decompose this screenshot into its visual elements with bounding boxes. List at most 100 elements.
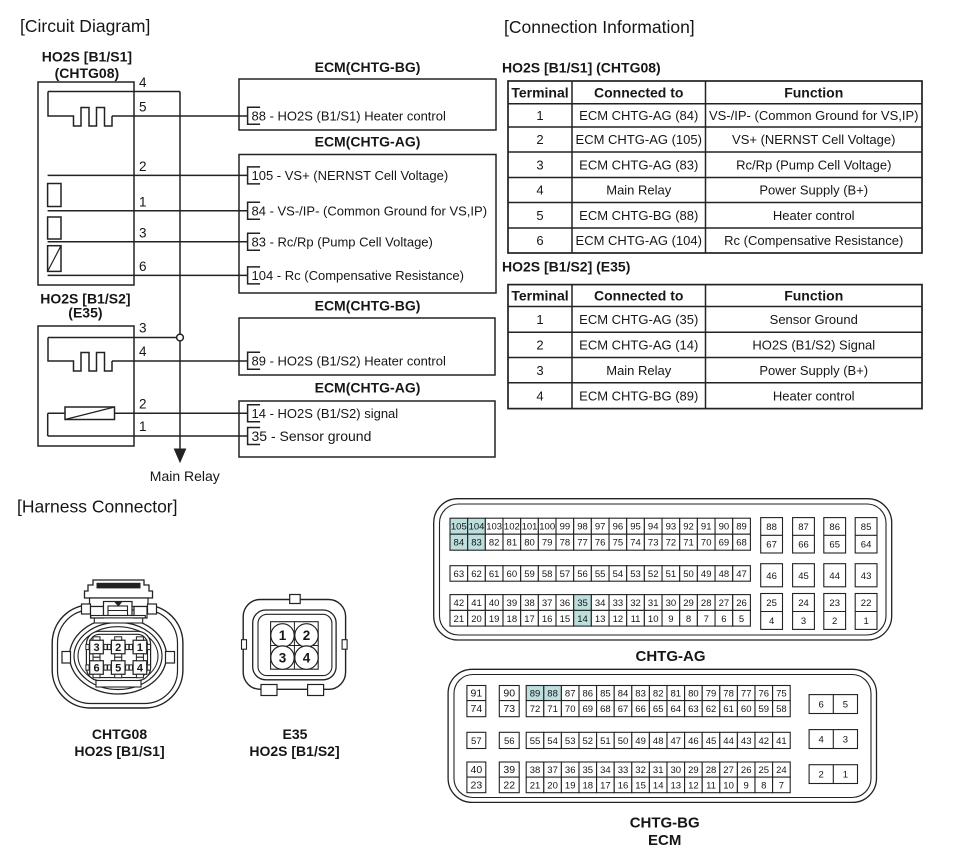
svg-text:5: 5	[536, 208, 543, 223]
svg-text:17: 17	[600, 780, 611, 791]
svg-text:ECM(CHTG-BG): ECM(CHTG-BG)	[315, 59, 421, 75]
svg-text:4: 4	[303, 650, 311, 665]
svg-text:12: 12	[613, 614, 624, 625]
svg-text:1: 1	[536, 108, 543, 123]
svg-text:VS-/IP- (Common Ground for VS,: VS-/IP- (Common Ground for VS,IP)	[709, 108, 919, 123]
svg-text:72: 72	[530, 704, 541, 715]
svg-text:35: 35	[583, 765, 594, 776]
svg-text:14: 14	[653, 780, 664, 791]
svg-text:28: 28	[706, 765, 717, 776]
svg-text:84: 84	[454, 538, 465, 549]
svg-text:85: 85	[861, 522, 872, 533]
svg-text:26: 26	[741, 765, 752, 776]
svg-text:62: 62	[471, 569, 482, 580]
svg-text:10: 10	[648, 614, 659, 625]
svg-text:15: 15	[560, 614, 571, 625]
svg-text:16: 16	[618, 780, 629, 791]
svg-text:34: 34	[600, 765, 611, 776]
svg-text:11: 11	[631, 614, 641, 625]
svg-text:8: 8	[761, 780, 766, 791]
svg-text:32: 32	[635, 765, 646, 776]
svg-text:93: 93	[666, 522, 677, 533]
svg-text:8: 8	[686, 614, 691, 625]
svg-text:3: 3	[93, 642, 99, 654]
svg-text:2: 2	[536, 132, 543, 147]
svg-text:Main Relay: Main Relay	[606, 183, 672, 198]
svg-text:5: 5	[739, 614, 744, 625]
svg-text:89 - HO2S (B1/S2) Heater contr: 89 - HO2S (B1/S2) Heater control	[252, 353, 446, 368]
svg-text:64: 64	[671, 704, 682, 715]
svg-text:82: 82	[653, 689, 664, 700]
svg-text:26: 26	[736, 598, 747, 609]
svg-text:HO2S [B1/S1] (CHTG08): HO2S [B1/S1] (CHTG08)	[502, 60, 661, 76]
svg-text:Terminal: Terminal	[511, 84, 568, 100]
svg-text:90: 90	[503, 688, 515, 700]
svg-text:56: 56	[577, 569, 588, 580]
svg-text:53: 53	[565, 736, 576, 747]
svg-text:77: 77	[741, 689, 752, 700]
svg-text:25: 25	[766, 598, 777, 609]
svg-text:17: 17	[524, 614, 535, 625]
svg-text:[Harness Connector]: [Harness Connector]	[17, 497, 178, 517]
svg-text:Connected to: Connected to	[594, 84, 683, 100]
svg-text:52: 52	[648, 569, 659, 580]
svg-text:41: 41	[471, 598, 482, 609]
svg-text:VS+ (NERNST Cell Voltage): VS+ (NERNST Cell Voltage)	[732, 132, 895, 147]
svg-text:66: 66	[635, 704, 646, 715]
svg-text:102: 102	[504, 522, 520, 533]
svg-text:83: 83	[471, 538, 482, 549]
svg-text:47: 47	[671, 736, 682, 747]
svg-text:58: 58	[542, 569, 553, 580]
svg-text:4: 4	[536, 183, 543, 198]
svg-text:71: 71	[683, 538, 694, 549]
svg-text:ECM CHTG-BG (88): ECM CHTG-BG (88)	[579, 208, 698, 223]
svg-text:60: 60	[741, 704, 752, 715]
svg-text:65: 65	[829, 540, 840, 551]
svg-text:30: 30	[666, 598, 677, 609]
svg-text:39: 39	[507, 598, 518, 609]
svg-text:ECM CHTG-AG (84): ECM CHTG-AG (84)	[579, 108, 698, 123]
svg-text:79: 79	[706, 689, 717, 700]
svg-text:ECM: ECM	[648, 832, 681, 849]
svg-text:29: 29	[683, 598, 694, 609]
svg-text:56: 56	[504, 736, 515, 747]
svg-text:87: 87	[565, 689, 576, 700]
svg-text:38: 38	[530, 765, 541, 776]
svg-text:67: 67	[766, 540, 777, 551]
svg-text:59: 59	[759, 704, 770, 715]
svg-text:2: 2	[832, 616, 837, 627]
svg-text:91: 91	[701, 522, 712, 533]
svg-text:Connected to: Connected to	[594, 288, 683, 304]
svg-text:76: 76	[595, 538, 606, 549]
svg-text:62: 62	[706, 704, 717, 715]
svg-text:ECM CHTG-AG (35): ECM CHTG-AG (35)	[579, 312, 698, 327]
svg-text:99: 99	[560, 522, 571, 533]
svg-text:19: 19	[565, 780, 576, 791]
svg-text:3: 3	[536, 363, 543, 378]
svg-text:E35: E35	[283, 726, 308, 742]
svg-text:CHTG08: CHTG08	[92, 726, 147, 742]
svg-text:39: 39	[503, 764, 515, 776]
svg-text:79: 79	[542, 538, 553, 549]
svg-text:69: 69	[719, 538, 730, 549]
svg-text:86: 86	[583, 689, 594, 700]
svg-text:36: 36	[565, 765, 576, 776]
svg-text:4: 4	[769, 616, 774, 627]
svg-text:3: 3	[279, 650, 287, 665]
svg-text:42: 42	[454, 598, 465, 609]
svg-text:Rc/Rp (Pump Cell Voltage): Rc/Rp (Pump Cell Voltage)	[736, 157, 891, 172]
svg-text:55: 55	[595, 569, 606, 580]
svg-text:92: 92	[683, 522, 694, 533]
svg-text:63: 63	[454, 569, 465, 580]
svg-text:19: 19	[489, 614, 500, 625]
svg-text:27: 27	[719, 598, 730, 609]
svg-text:35: 35	[577, 598, 588, 609]
svg-text:73: 73	[648, 538, 659, 549]
svg-text:29: 29	[688, 765, 699, 776]
svg-text:Rc (Compensative Resistance): Rc (Compensative Resistance)	[724, 233, 903, 248]
svg-text:HO2S [B1/S2] (E35): HO2S [B1/S2] (E35)	[502, 259, 630, 275]
svg-text:3: 3	[801, 616, 806, 627]
svg-text:54: 54	[547, 736, 558, 747]
svg-text:2: 2	[139, 396, 147, 411]
svg-text:2: 2	[115, 642, 121, 654]
